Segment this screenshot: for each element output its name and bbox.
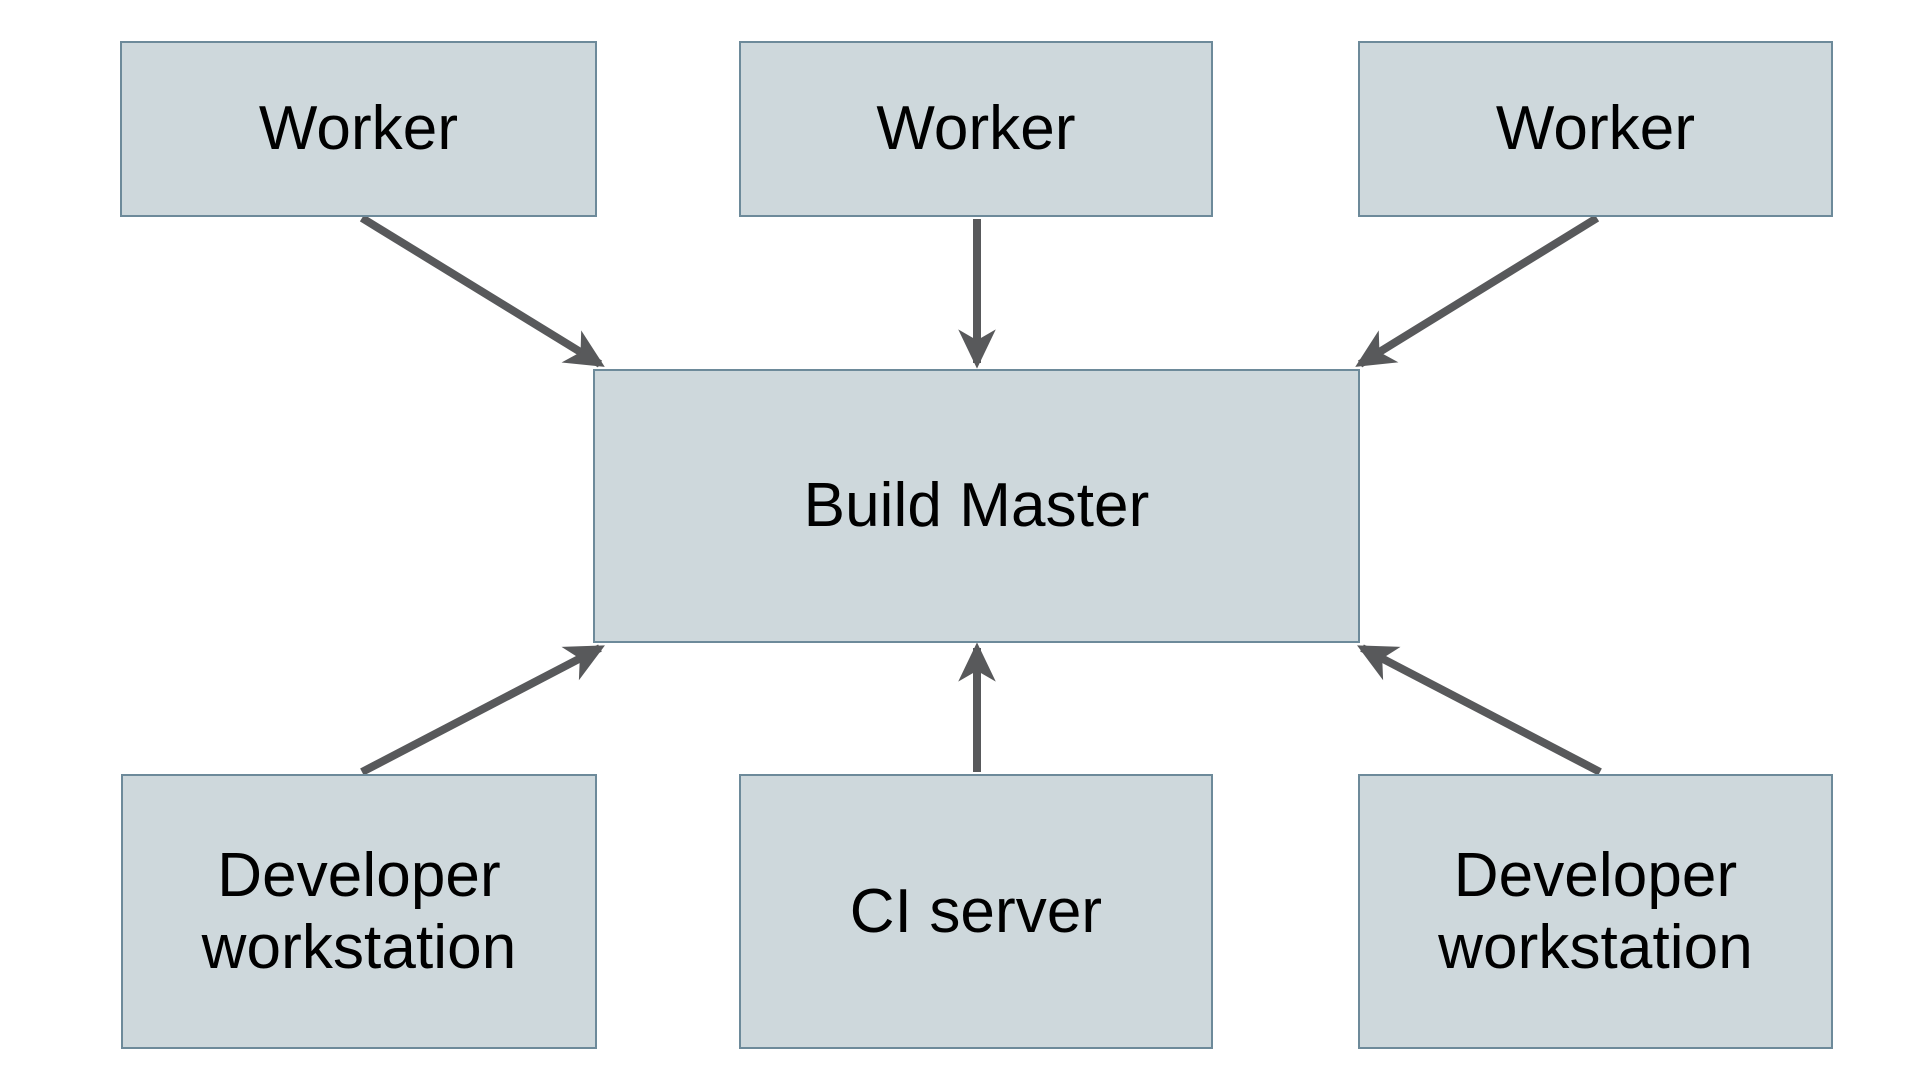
node-developer-workstation-left[interactable]: Developer workstation <box>121 774 597 1049</box>
edge-worker1-to-master <box>359 214 605 368</box>
node-label: Worker <box>1495 94 1696 164</box>
edge-worker3-to-master <box>1355 214 1600 368</box>
node-label: CI server <box>849 876 1103 946</box>
node-worker-3[interactable]: Worker <box>1358 41 1833 217</box>
node-label: Worker <box>876 94 1076 164</box>
node-worker-1[interactable]: Worker <box>120 41 597 217</box>
node-worker-2[interactable]: Worker <box>739 41 1213 217</box>
node-build-master[interactable]: Build Master <box>593 369 1360 643</box>
node-ci-server[interactable]: CI server <box>739 774 1213 1049</box>
node-developer-workstation-right[interactable]: Developer workstation <box>1358 774 1833 1049</box>
node-label: Worker <box>258 94 459 164</box>
node-label: Developer workstation <box>201 840 517 982</box>
node-label: Build Master <box>803 471 1150 541</box>
edge-devleft-to-master <box>360 644 605 776</box>
edge-devright-to-master <box>1357 644 1602 776</box>
node-label: Developer workstation <box>1438 840 1753 982</box>
